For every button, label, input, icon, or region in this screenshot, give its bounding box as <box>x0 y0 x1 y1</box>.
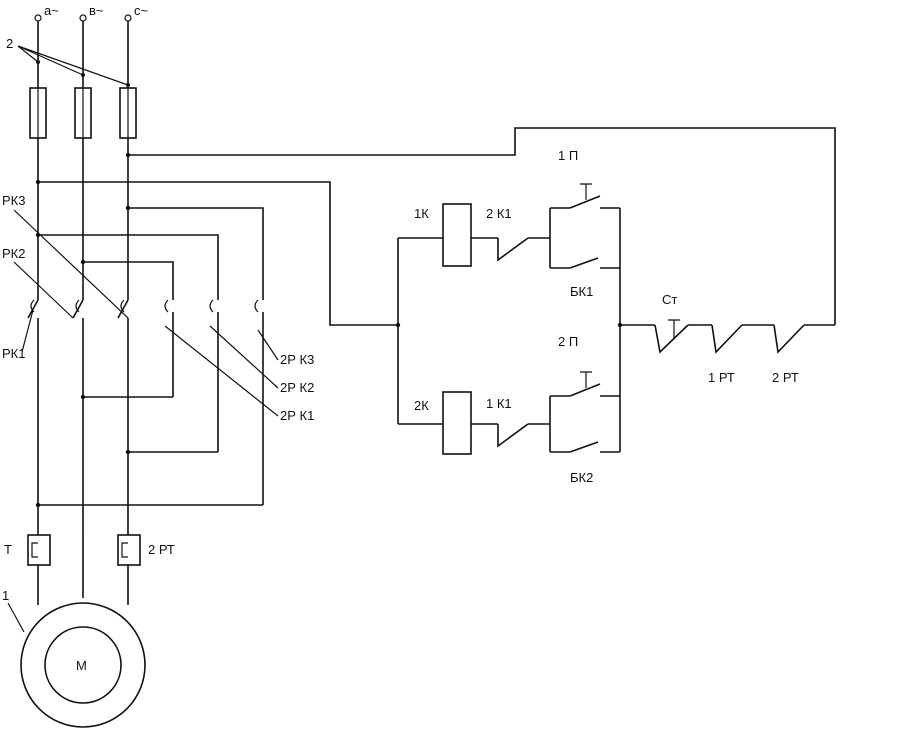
leader-fuse-c <box>17 45 129 86</box>
leader-fuse-a <box>17 45 39 63</box>
label-2rk3: 2Р К3 <box>280 352 314 367</box>
control-return-wire <box>38 181 398 326</box>
terminal-a <box>34 14 42 22</box>
label-1k1: 1 К1 <box>486 396 512 411</box>
label-2rt: 2 РТ <box>772 370 799 385</box>
rk1-contact-a <box>27 299 39 319</box>
pb2-actuator <box>580 371 592 388</box>
label-2k1: 2 К1 <box>486 206 512 221</box>
label-pb2: 2 П <box>558 334 578 349</box>
label-2rk2: 2Р К2 <box>280 380 314 395</box>
bk2-contact <box>569 441 599 453</box>
stage-wire-1 <box>83 261 174 300</box>
pb1-actuator <box>580 183 592 200</box>
label-rk2: РК2 <box>2 246 25 261</box>
stage-wire-3 <box>128 207 264 300</box>
stage-wire-2 <box>38 234 219 300</box>
contact-2k1 <box>497 237 529 262</box>
label-stop: Ст <box>662 292 677 307</box>
label-bk1: БК1 <box>570 284 593 299</box>
rk1-contact-c <box>117 299 129 319</box>
motor-rotor <box>44 626 122 704</box>
bk1-contact <box>569 257 599 269</box>
pb1-contact <box>569 195 601 209</box>
leader-2rk1 <box>164 325 279 417</box>
pb2-contact <box>569 383 601 397</box>
contact-hook-5 <box>209 299 214 313</box>
label-pb1: 1 П <box>558 148 578 163</box>
leader-fuse-b <box>17 45 84 76</box>
motor-stator <box>20 602 146 728</box>
terminal-c <box>124 14 132 22</box>
leader-2rk2 <box>209 325 279 389</box>
motor-label: М <box>76 658 87 673</box>
thermal-relay-t-element <box>31 542 38 558</box>
control-circuit: 1К 2 К1 1 П БК1 2К 1 К1 2 П <box>395 148 835 485</box>
terminal-b <box>79 14 87 22</box>
label-relay-t: Т <box>4 542 12 557</box>
label-2rk1: 2Р К1 <box>280 408 314 423</box>
junction-stage-return-1 <box>80 394 86 400</box>
rk1-contact-b <box>72 299 84 319</box>
contact-2rt <box>773 324 805 354</box>
control-feed-wire <box>128 127 836 325</box>
label-rk3: РК3 <box>2 193 25 208</box>
label-2k: 2К <box>414 398 429 413</box>
junction-stage-return-3 <box>35 502 41 508</box>
motor-number-label: 1 <box>2 588 9 603</box>
label-bk2: БК2 <box>570 470 593 485</box>
leader-2rk3 <box>257 329 279 361</box>
label-1rt: 1 РТ <box>708 370 735 385</box>
leader-dot-b <box>81 73 85 77</box>
phase-label-b: в~ <box>89 3 104 18</box>
power-circuit: a~ в~ c~ 2 <box>2 3 836 728</box>
stop-contact <box>654 324 689 354</box>
leader-dot-c <box>126 83 130 87</box>
contact-1rt <box>711 324 743 354</box>
leader-dot-a <box>36 60 40 64</box>
leader-rk3 <box>13 209 129 319</box>
contact-1k1 <box>497 423 529 448</box>
label-1k: 1К <box>414 206 429 221</box>
stop-actuator <box>668 319 680 338</box>
label-rk1: РК1 <box>2 346 25 361</box>
junction-stage-return-2 <box>125 449 131 455</box>
contact-hook-3 <box>120 299 125 313</box>
leader-motor <box>7 602 25 633</box>
coil-1k <box>442 203 472 267</box>
contact-hook-2 <box>75 299 80 313</box>
fuse-group-label: 2 <box>6 36 13 51</box>
phase-label-c: c~ <box>134 3 149 18</box>
contact-hook-6 <box>254 299 259 313</box>
thermal-relay-t <box>27 534 51 566</box>
thermal-relay-2rt-element <box>121 542 128 558</box>
label-relay-2rt: 2 РТ <box>148 542 175 557</box>
leader-rk2 <box>13 261 74 319</box>
thermal-relay-2rt <box>117 534 141 566</box>
contact-hook-4 <box>164 299 169 313</box>
phase-label-a: a~ <box>44 3 59 18</box>
coil-2k <box>442 391 472 455</box>
leader-rk1 <box>21 309 34 353</box>
